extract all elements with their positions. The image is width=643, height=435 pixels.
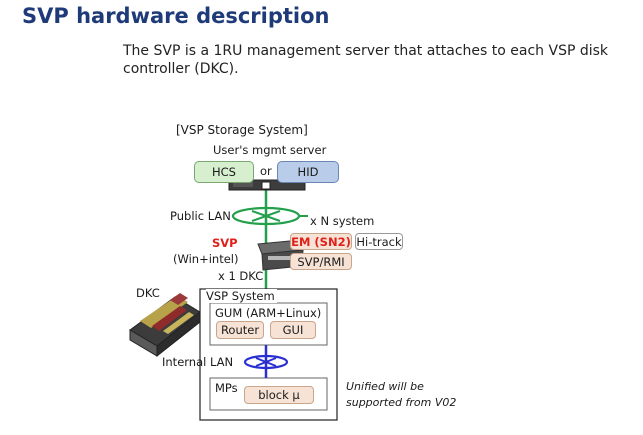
x1-dkc-label: x 1 DKC: [218, 269, 264, 283]
em-sn2-box: EM (SN2): [290, 233, 352, 250]
user-server-label: User's mgmt server: [213, 143, 327, 157]
server-icon: [228, 179, 306, 191]
svp-label: SVP: [212, 236, 238, 250]
or-label: or: [260, 164, 272, 178]
gui-box: GUI: [270, 321, 316, 339]
public-lan-label: Public LAN: [170, 209, 231, 223]
router-box: Router: [216, 321, 264, 339]
block-micro-box: block μ: [244, 386, 314, 404]
unified-note-line2: supported from V02: [346, 396, 457, 409]
x-n-system-label: x N system: [310, 214, 375, 228]
storage-system-header: [VSP Storage System]: [176, 123, 308, 137]
mps-frame: [209, 377, 328, 411]
gum-label: GUM (ARM+Linux): [215, 306, 322, 320]
dkc-cabinet-icon: [129, 293, 201, 358]
hcs-box: HCS: [194, 161, 254, 183]
internal-lan-label: Internal LAN: [162, 355, 234, 369]
hid-box: HID: [277, 161, 339, 183]
internal-lan-symbol: [243, 354, 289, 370]
gum-frame: [209, 302, 328, 346]
page-title: SVP hardware description: [22, 4, 330, 28]
svp-os-label: (Win+intel): [173, 252, 239, 266]
vsp-system-label: VSP System: [206, 289, 277, 303]
dkc-label: DKC: [136, 286, 160, 300]
page-description: The SVP is a 1RU management server that …: [123, 43, 609, 77]
unified-note-line1: Unified will be: [346, 380, 424, 393]
svp-rmi-box: SVP/RMI: [290, 253, 352, 270]
mps-label: MPs: [215, 381, 238, 395]
hitrack-box: Hi-track: [355, 233, 403, 250]
